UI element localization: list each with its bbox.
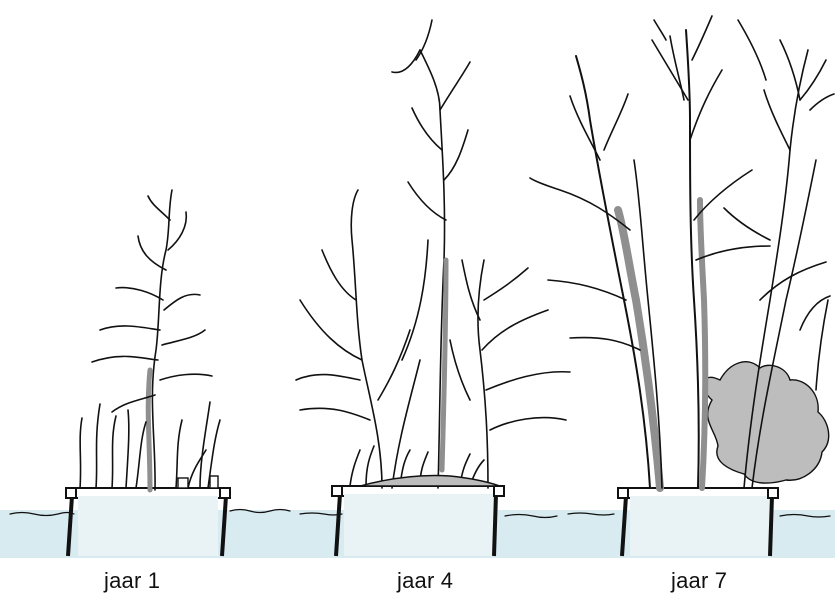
pontoon-3 [617, 487, 779, 557]
shrub [703, 361, 830, 484]
pontoon-2 [331, 485, 505, 557]
water-ripples [9, 508, 831, 519]
trees-year-4 [295, 19, 571, 489]
panel-year-7 [529, 15, 835, 557]
panel-year-4 [295, 19, 571, 557]
trees-year-7 [529, 15, 835, 492]
caption-year-7: jaar 7 [671, 568, 728, 593]
caption-year-1: jaar 1 [104, 568, 161, 593]
saplings-year-1 [79, 189, 221, 493]
pontoon-1 [65, 487, 231, 557]
panel-year-1 [65, 189, 231, 557]
base-plants-1 [177, 475, 219, 489]
base-mound-2 [359, 474, 501, 487]
caption-year-4: jaar 4 [397, 568, 454, 593]
